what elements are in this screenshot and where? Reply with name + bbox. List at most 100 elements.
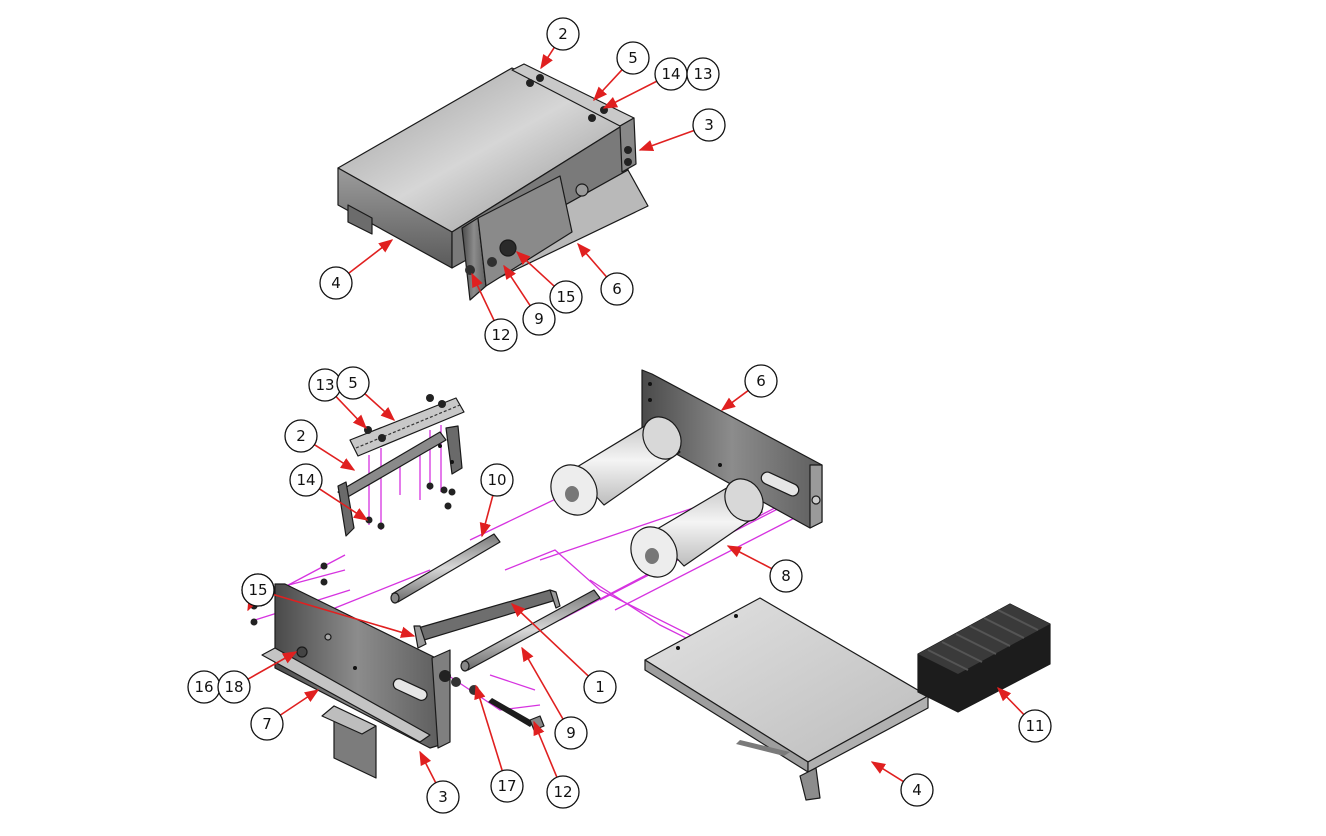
callout-hex-nut: 13 xyxy=(308,368,367,430)
left-knob xyxy=(439,670,451,682)
callout-bubble xyxy=(522,302,556,336)
hinge-nut-4 xyxy=(588,114,596,122)
callout-bubble xyxy=(744,364,778,398)
callout-number: 17 xyxy=(497,777,516,795)
callout-side-panel-rear: 6 xyxy=(577,242,634,306)
hinge-bracket-leg-right xyxy=(445,425,463,475)
rear-panel-hole-1 xyxy=(648,382,652,386)
leader-line xyxy=(247,595,259,612)
callout-number: 6 xyxy=(756,372,766,390)
callout-number: 9 xyxy=(566,724,576,742)
callout-base-tray: 4 xyxy=(870,761,934,807)
callout-bubble xyxy=(250,707,284,741)
bottom-screw-3 xyxy=(426,482,434,490)
leader-line xyxy=(279,689,320,716)
foam-pad xyxy=(917,603,1051,713)
callout-side-panel-left: 7 xyxy=(250,689,320,741)
callout-screw: 14 xyxy=(289,463,369,521)
callout-bubble xyxy=(490,769,524,803)
bottom-screw-5 xyxy=(448,488,456,496)
leader-line xyxy=(577,242,608,278)
rear-panel-slot xyxy=(760,471,800,497)
box-foot xyxy=(347,204,373,235)
callout-bubble xyxy=(769,559,803,593)
leader-line xyxy=(602,80,658,109)
callout-bubble xyxy=(284,419,318,453)
base-foot-top xyxy=(321,705,377,735)
hinge-nut-d xyxy=(438,400,446,408)
leader-line xyxy=(335,396,367,430)
short-shaft-end xyxy=(390,592,400,604)
bracket-nut-2 xyxy=(624,158,632,166)
exploded-view xyxy=(250,369,1051,801)
short-shaft xyxy=(391,533,501,603)
callout-bubble xyxy=(319,266,353,300)
callout-number: 8 xyxy=(781,567,791,585)
leader-line xyxy=(540,46,555,70)
callout-long-bolt: 12 xyxy=(471,272,518,352)
bracket-assembled xyxy=(619,117,637,173)
callout-bubble xyxy=(583,670,617,704)
callout-bubble xyxy=(549,280,583,314)
callout-number: 12 xyxy=(491,326,510,344)
hinge-nut-2 xyxy=(526,79,534,87)
leader-line xyxy=(247,651,298,680)
bracket-hole xyxy=(438,444,442,448)
leader-line xyxy=(318,488,369,521)
base-tray-top xyxy=(644,597,929,763)
callout-bubble xyxy=(289,463,323,497)
callout-bubble xyxy=(217,670,251,704)
callout-knob: 15 xyxy=(515,251,583,314)
bracket-nut-1 xyxy=(624,146,632,154)
callout-cover-plate: 1 xyxy=(510,603,617,704)
callout-number: 16 xyxy=(194,678,213,696)
callout-number: 18 xyxy=(224,678,243,696)
callout-number: 6 xyxy=(612,280,622,298)
callout-hinge: 5 xyxy=(336,366,396,421)
callout-bubble xyxy=(426,780,460,814)
callout-bubble xyxy=(336,366,370,400)
rear-panel-hole-2 xyxy=(648,398,652,402)
bottom-screw-6 xyxy=(444,502,452,510)
callout-number: 13 xyxy=(315,376,334,394)
callout-number: 3 xyxy=(438,788,448,806)
callout-long-shaft: 9 xyxy=(503,264,556,336)
bracket-hole-2 xyxy=(450,460,454,464)
callout-number: 12 xyxy=(553,783,572,801)
cover-plate-lip xyxy=(413,625,427,649)
hinge-nut-1 xyxy=(536,74,544,82)
callout-screw: 14 xyxy=(602,57,688,109)
callout-bubble xyxy=(484,318,518,352)
callout-washer: 16 xyxy=(187,670,221,704)
callout-bubble xyxy=(554,716,588,750)
knob-assembled xyxy=(499,239,517,257)
hinge-nut-b xyxy=(378,434,386,442)
callout-side-panel-front: 3 xyxy=(419,750,460,814)
callout-number: 14 xyxy=(661,65,680,83)
bottom-screw-4 xyxy=(440,486,448,494)
leader-line xyxy=(471,272,495,321)
left-panel-hole-2 xyxy=(353,666,357,670)
callout-hinge-bracket: 2 xyxy=(284,419,356,471)
callout-number: 2 xyxy=(558,25,568,43)
roller-upper xyxy=(550,416,682,516)
leader-line xyxy=(503,264,531,307)
left-panel-flange xyxy=(261,647,431,743)
leader-line xyxy=(533,720,558,778)
screw-d xyxy=(250,618,258,626)
nut-assembled xyxy=(487,257,497,267)
callout-bubble xyxy=(480,463,514,497)
hinge-bracket-leg-left xyxy=(337,481,355,537)
side-nut-assembled xyxy=(575,183,589,197)
callout-foam-pad: 11 xyxy=(996,686,1052,743)
leader-line xyxy=(314,443,356,471)
hinge-pin xyxy=(355,404,461,449)
front-bolt-head xyxy=(296,646,308,658)
tray-hole-2 xyxy=(734,614,738,618)
callout-number: 4 xyxy=(331,274,341,292)
callout-number: 15 xyxy=(556,288,575,306)
leader-line xyxy=(273,593,416,638)
leader-line xyxy=(870,761,904,783)
callout-knob: 15 xyxy=(241,573,275,612)
callout-side-panel-rear: 6 xyxy=(720,364,778,411)
